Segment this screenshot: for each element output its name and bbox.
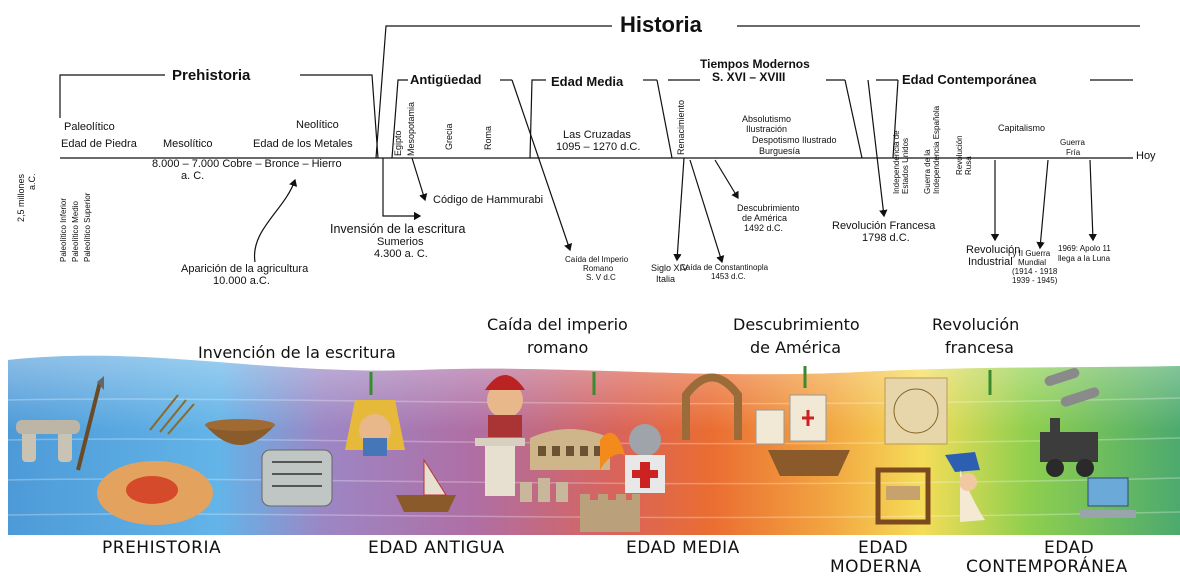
label-guerras: I y II Guerra xyxy=(1008,249,1051,258)
dolmen-icon xyxy=(16,420,80,462)
bowl-icon xyxy=(205,419,275,445)
period-edad-contemporanea-2: CONTEMPORÁNEA xyxy=(966,557,1128,577)
label-escritura: Invensión de la escritura xyxy=(330,222,466,236)
label-luna: llega a la Luna xyxy=(1058,254,1111,263)
label-guerra: Guerra xyxy=(1060,138,1085,147)
cannons-icon xyxy=(1044,367,1100,407)
tablet-icon xyxy=(261,449,333,507)
period-edad-moderna-1: EDAD xyxy=(858,538,909,558)
label-de-america: de América xyxy=(742,213,788,223)
locomotive-icon xyxy=(1040,418,1098,477)
timeline-title: Historia xyxy=(620,12,702,37)
vitruvian-icon xyxy=(884,377,948,445)
timeline-lines xyxy=(59,25,1140,264)
label-neolitico: Neolítico xyxy=(296,119,339,131)
era-tiempos-modernos: Tiempos Modernos xyxy=(700,57,810,71)
printing-press-icon xyxy=(875,467,931,525)
event-caida-imperio: Caída del imperio xyxy=(487,315,628,334)
label-cruzadas: Las Cruzadas xyxy=(563,129,631,141)
label-guerras-fecha-1: (1914 - 1918 xyxy=(1012,267,1058,276)
castle-icon xyxy=(580,494,640,532)
gothic-arch-icon xyxy=(682,373,742,440)
colosseum-icon xyxy=(530,429,625,470)
cave-painting-icon xyxy=(97,461,213,525)
column-icon xyxy=(475,438,525,496)
roman-soldier-icon xyxy=(485,375,525,437)
event-descubrimiento: Descubrimiento xyxy=(733,315,860,334)
label-caida-imperio: Caída del Imperio xyxy=(565,255,629,264)
label-fria: Fría xyxy=(1066,148,1081,157)
label-paleolitico: Paleolítico xyxy=(64,121,115,133)
era-prehistoria: Prehistoria xyxy=(172,67,251,84)
wheat-icon xyxy=(149,394,195,435)
label-mundial: Mundial xyxy=(1018,258,1047,267)
era-contemporanea: Edad Contemporánea xyxy=(902,72,1037,87)
label-siglo-v: S. V d.C xyxy=(586,273,616,282)
pharaoh-icon xyxy=(345,400,405,456)
event-francesa: francesa xyxy=(945,338,1014,357)
label-francesa-fecha: 1798 d.C. xyxy=(862,232,910,244)
label-guerras-fecha-2: 1939 - 1945) xyxy=(1012,276,1058,285)
liberty-icon xyxy=(945,452,985,522)
period-edad-antigua: EDAD ANTIGUA xyxy=(368,538,505,558)
label-metales-fechas: 8.000 – 7.000 Cobre – Bronce – Hierro xyxy=(152,158,342,170)
label-constantinopla-fecha: 1453 d.C. xyxy=(711,272,746,281)
label-edad-metales: Edad de los Metales xyxy=(253,138,353,150)
label-cruzadas-fecha: 1095 – 1270 d.C. xyxy=(556,141,641,153)
label-italia: Italia xyxy=(656,274,676,284)
label-despotismo: Despotismo Ilustrado xyxy=(752,135,837,145)
event-revolucion: Revolución xyxy=(932,315,1020,334)
period-edad-media: EDAD MEDIA xyxy=(626,538,740,558)
prehistoric-spear-icon xyxy=(76,376,104,471)
label-industrial: Industrial xyxy=(968,256,1013,268)
label-hammurabi: Código de Hammurabi xyxy=(433,194,544,206)
label-revolucion: Revolución xyxy=(966,244,1021,256)
label-burguesia: Burguesía xyxy=(759,146,801,156)
period-prehistoria: PREHISTORIA xyxy=(102,538,222,558)
label-capitalismo: Capitalismo xyxy=(998,123,1046,133)
period-edad-contemporanea-1: EDAD xyxy=(1044,538,1095,558)
label-romano: Romano xyxy=(583,264,614,273)
era-antiguedad: Antigüedad xyxy=(410,72,482,87)
label-apolo: 1969: Apolo 11 xyxy=(1058,244,1111,253)
label-revolucion-francesa: Revolución Francesa xyxy=(832,220,936,232)
knight-icon xyxy=(625,424,665,493)
event-escritura: Invención de la escritura xyxy=(198,343,396,362)
label-escritura-fecha: 4.300 a. C. xyxy=(374,248,428,260)
label-hoy: Hoy xyxy=(1136,150,1156,162)
event-romano: romano xyxy=(527,338,589,357)
label-absolutismo: Absolutismo xyxy=(742,114,792,124)
era-siglos-modernos: S. XVI – XVIII xyxy=(712,70,786,84)
ship-icon xyxy=(396,458,456,512)
label-metales-ac: a. C. xyxy=(181,170,205,182)
label-siglo-xiv: Siglo XIV xyxy=(651,263,689,273)
computer-icon xyxy=(1080,477,1136,518)
label-constantinopla: Caída de Constantinopla xyxy=(680,263,769,272)
label-sumerios: Sumerios xyxy=(377,236,424,248)
event-de-america: de América xyxy=(750,338,842,357)
label-ilustracion: Ilustración xyxy=(746,124,788,134)
label-descubrimiento: Descubrimiento xyxy=(737,203,800,213)
label-edad-piedra: Edad de Piedra xyxy=(61,138,137,150)
era-edad-media: Edad Media xyxy=(551,74,624,89)
label-agricultura: Aparición de la agricultura xyxy=(181,263,309,275)
period-edad-moderna-2: MODERNA xyxy=(830,557,922,577)
caravel-icon xyxy=(755,394,850,476)
ruins-icon xyxy=(520,478,568,502)
label-mesolitico: Mesolítico xyxy=(163,138,213,150)
label-america-fecha: 1492 d.C. xyxy=(744,223,784,233)
label-agricultura-fecha: 10.000 a.C. xyxy=(213,275,270,287)
